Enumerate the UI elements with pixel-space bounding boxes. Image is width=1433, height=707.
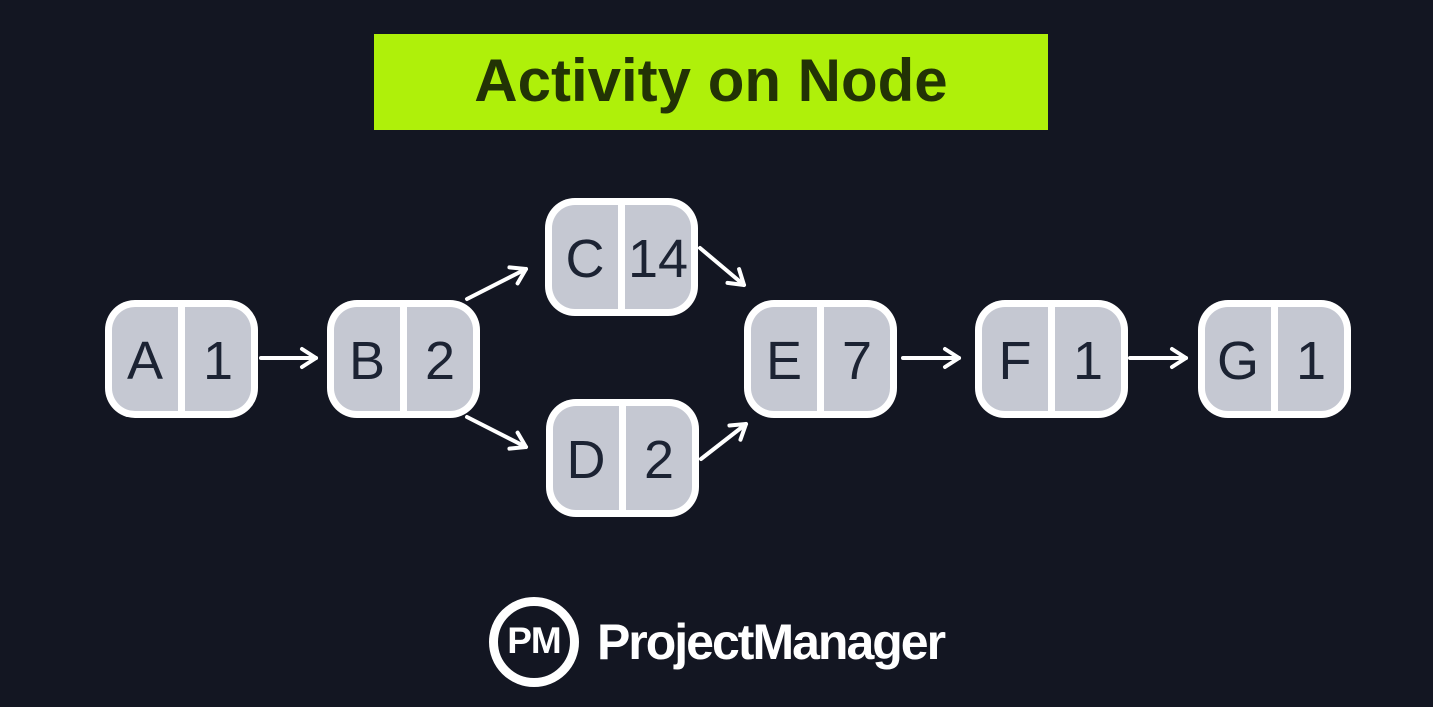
activity-cell: A [112,307,178,411]
activity-label: E [765,331,803,391]
activity-cell: C [552,205,618,309]
duration-label: 1 [1072,331,1104,391]
duration-cell: 14 [625,205,691,309]
edge-arrow-d-to-e [699,422,748,461]
activity-label: F [998,331,1032,391]
duration-cell: 2 [626,406,692,510]
duration-cell: 1 [185,307,251,411]
activity-label: D [566,430,606,490]
activity-label: A [126,331,164,391]
duration-label: 2 [643,430,675,490]
diagram-node-b: B 2 [327,300,480,418]
duration-label: 14 [627,229,689,289]
duration-label: 2 [424,331,456,391]
diagram-node-c: C 14 [545,198,698,316]
activity-cell: G [1205,307,1271,411]
activity-label: G [1216,331,1259,391]
activity-label: B [348,331,386,391]
title-banner: Activity on Node [374,34,1048,130]
duration-cell: 1 [1055,307,1121,411]
footer-brand: PM ProjectManager [0,597,1433,687]
duration-label: 7 [841,331,873,391]
duration-cell: 2 [407,307,473,411]
edge-arrow-b-to-c [465,265,528,301]
diagram-node-e: E 7 [744,300,897,418]
activity-label: C [565,229,605,289]
brand-name: ProjectManager [596,614,946,670]
diagram-node-d: D 2 [546,399,699,517]
activity-cell: D [553,406,619,510]
diagram-node-g: G 1 [1198,300,1351,418]
activity-cell: F [982,307,1048,411]
diagram-node-f: F 1 [975,300,1128,418]
duration-label: 1 [1295,331,1327,391]
activity-cell: B [334,307,400,411]
pm-logo-initials: PM [507,620,561,661]
edge-arrow-b-to-d [465,415,528,451]
duration-cell: 1 [1278,307,1344,411]
duration-label: 1 [202,331,234,391]
duration-cell: 7 [824,307,890,411]
page-title: Activity on Node [474,46,948,114]
diagram-node-a: A 1 [105,300,258,418]
activity-cell: E [751,307,817,411]
pm-logo-icon: PM [488,597,579,687]
edge-arrow-c-to-e [698,246,746,287]
